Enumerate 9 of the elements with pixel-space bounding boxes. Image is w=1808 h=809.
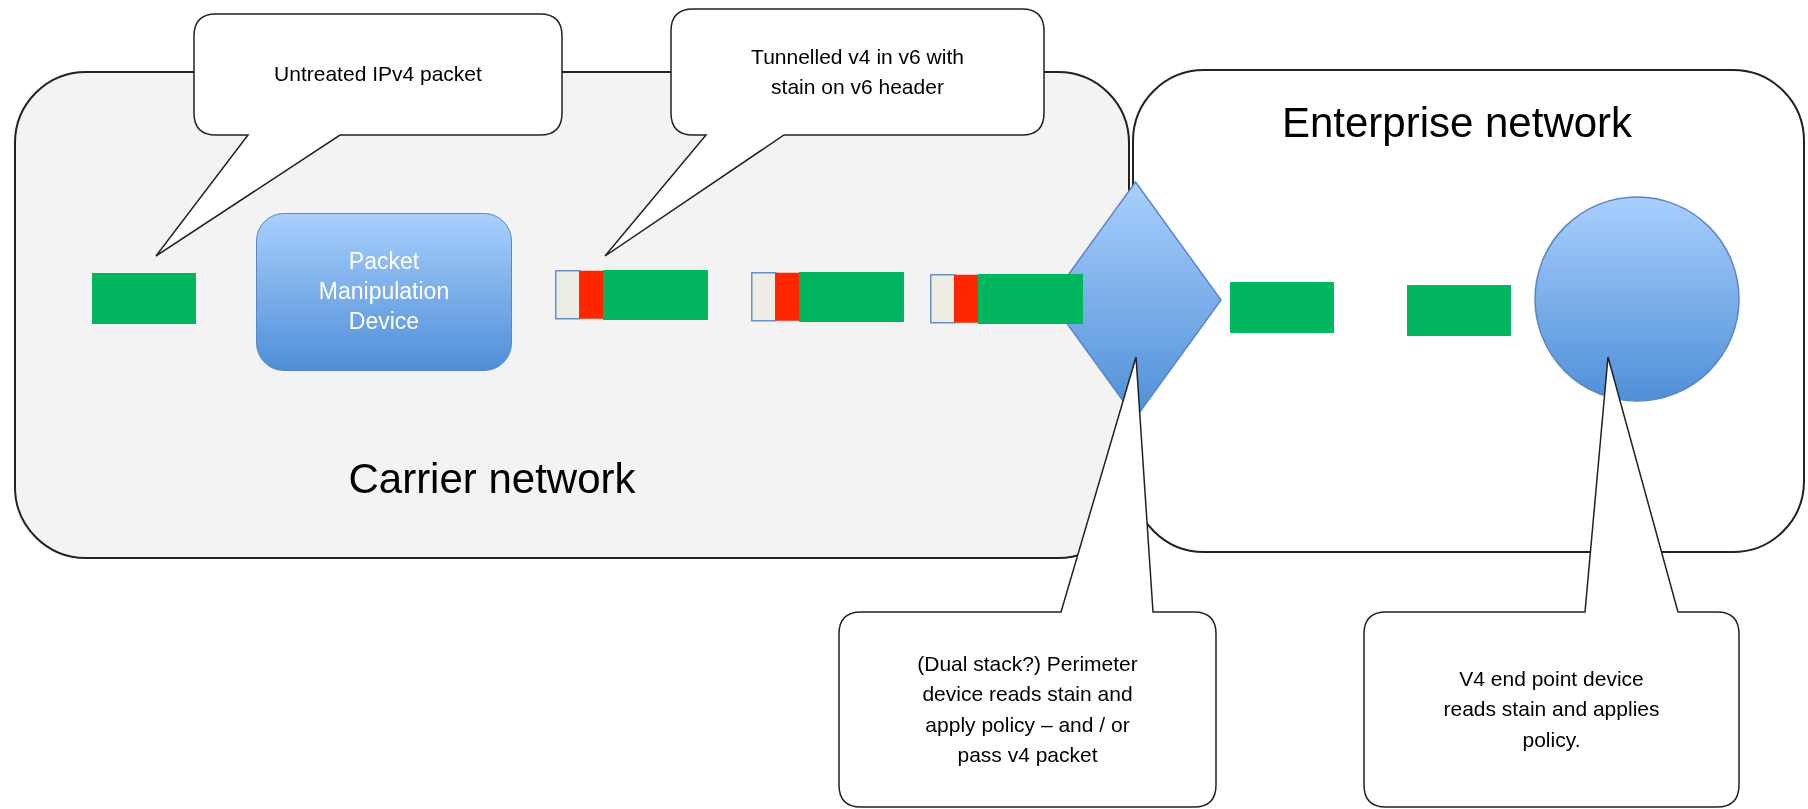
region-title: Enterprise network (1280, 99, 1634, 147)
region-title: Carrier network (347, 455, 637, 503)
callout-text: (Dual stack?) Perimeter device reads stain and apply policy – and / or pass v4 packet (916, 650, 1139, 768)
callout-text: Tunnelled v4 in v6 with stain on v6 header (750, 43, 965, 100)
callout-text: V4 end point device reads stain and applies policy. (1442, 665, 1661, 753)
end-point-device-circle (1534, 196, 1740, 402)
enterprise-network-region (1132, 69, 1805, 553)
device-box: Packet Manipulation Device (256, 213, 512, 371)
callout-text: Untreated IPv4 packet (273, 61, 483, 88)
